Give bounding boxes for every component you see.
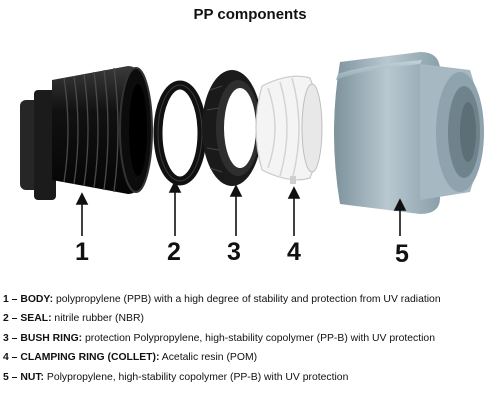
exploded-view-diagram: 1 2 3 4 5 xyxy=(20,52,484,268)
legend-number: 4 xyxy=(3,352,9,364)
part-body xyxy=(20,66,153,200)
legend-separator: – xyxy=(8,313,21,325)
legend-number: 5 xyxy=(3,371,9,383)
part-collet xyxy=(255,75,323,184)
legend-description: polypropylene (PPB) with a high degree o… xyxy=(55,294,441,305)
arrowhead-2 xyxy=(168,180,182,193)
legend-item-body: 1 – BODY: polypropylene (PPB) with a hig… xyxy=(3,290,497,309)
legend-number: 1 xyxy=(3,294,9,305)
legend-part-name: NUT xyxy=(20,371,41,383)
legend-number: 2 xyxy=(3,313,9,325)
legend-part-name: BUSH RING xyxy=(20,332,79,344)
legend-part-name: CLAMPING RING (COLLET) xyxy=(20,352,156,364)
arrowhead-5 xyxy=(393,198,407,211)
legend-item-seal: 2 – SEAL: nitrile rubber (NBR) xyxy=(3,309,497,328)
legend-separator: – xyxy=(8,294,21,305)
arrows xyxy=(75,180,407,236)
part-seal xyxy=(153,80,207,186)
arrowhead-1 xyxy=(75,192,89,205)
parts-legend: 1 – BODY: polypropylene (PPB) with a hig… xyxy=(3,290,497,387)
legend-description: protection Polypropylene, high-stability… xyxy=(85,332,435,344)
legend-description: Polypropylene, high-stability copolymer … xyxy=(46,371,349,383)
part-nut xyxy=(334,52,484,214)
page-title: PP components xyxy=(193,6,307,23)
part-number-4: 4 xyxy=(287,238,301,266)
legend-part-name: BODY xyxy=(20,294,50,305)
arrowhead-4 xyxy=(287,186,301,199)
legend-item-nut: 5 – NUT: Polypropylene, high-stability c… xyxy=(3,368,497,387)
legend-colon: : xyxy=(49,294,54,305)
legend-colon: : xyxy=(48,313,52,325)
legend-description: nitrile rubber (NBR) xyxy=(54,313,144,325)
legend-number: 3 xyxy=(3,332,9,344)
legend-separator: – xyxy=(8,371,21,383)
part-number-5: 5 xyxy=(395,240,409,268)
legend-part-name: SEAL xyxy=(20,313,49,325)
legend-item-bush-ring: 3 – BUSH RING: protection Polypropylene,… xyxy=(3,329,497,348)
legend-description: Acetalic resin (POM) xyxy=(161,352,258,364)
legend-colon: : xyxy=(78,332,83,344)
part-number-2: 2 xyxy=(167,238,181,266)
legend-colon: : xyxy=(156,352,160,364)
legend-separator: – xyxy=(8,332,21,344)
legend-separator: – xyxy=(8,352,21,364)
arrowhead-3 xyxy=(229,184,243,197)
part-number-3: 3 xyxy=(227,238,241,266)
legend-colon: : xyxy=(40,371,45,383)
part-bush-ring xyxy=(202,70,262,186)
legend-item-collet: 4 – CLAMPING RING (COLLET): Acetalic res… xyxy=(3,348,497,367)
part-number-1: 1 xyxy=(75,238,89,266)
